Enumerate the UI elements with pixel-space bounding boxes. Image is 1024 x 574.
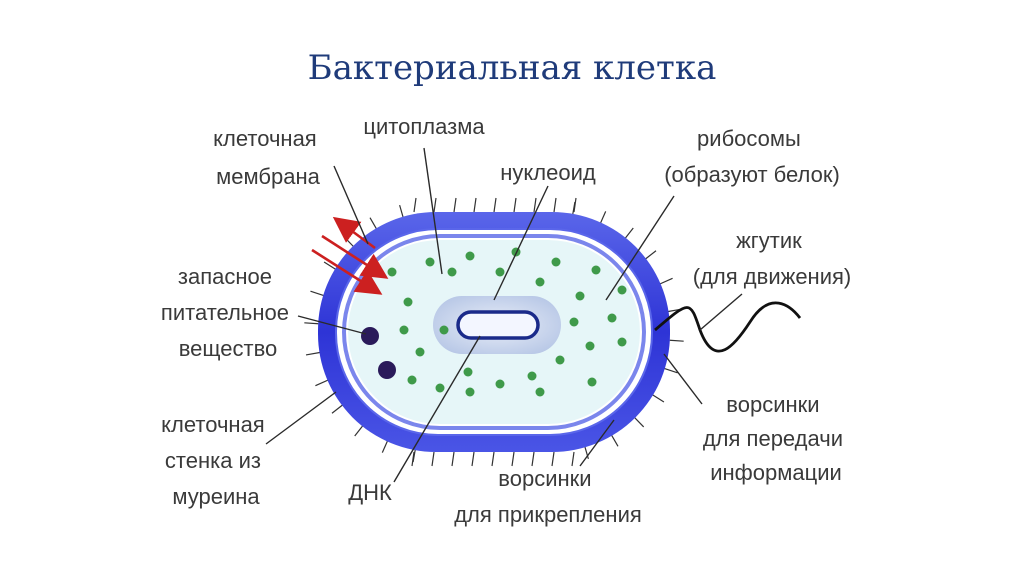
leader-dna bbox=[393, 335, 481, 483]
pilus bbox=[533, 197, 537, 213]
reserve-granule bbox=[378, 361, 396, 379]
ribosome bbox=[495, 379, 505, 389]
label-dna: ДНК bbox=[348, 480, 392, 505]
label-flagellum: жгутик (для движения) bbox=[693, 228, 851, 289]
pilus bbox=[511, 451, 515, 467]
label-reserve: запасное питательное вещество bbox=[161, 264, 295, 361]
pilus bbox=[413, 197, 417, 213]
transport-arrow-out bbox=[332, 216, 376, 250]
pilus bbox=[659, 277, 673, 285]
ribosome bbox=[527, 371, 537, 381]
leader-reserve bbox=[297, 315, 367, 335]
pilus bbox=[354, 424, 364, 437]
ribosome bbox=[617, 337, 627, 347]
label-pili-attach: ворсинки для прикрепления bbox=[454, 466, 642, 527]
ribosome bbox=[407, 375, 417, 385]
leader-pili-info bbox=[663, 353, 703, 405]
label-membrane: клеточная мембрана bbox=[213, 126, 323, 189]
label-cell-wall: клеточная стенка из муреина bbox=[161, 412, 271, 509]
pilus bbox=[471, 451, 475, 467]
leader-flagellum bbox=[699, 293, 743, 331]
ribosome bbox=[463, 367, 473, 377]
pilus bbox=[664, 367, 678, 374]
flagellum bbox=[654, 301, 802, 353]
ribosome bbox=[617, 285, 627, 295]
pilus bbox=[651, 394, 665, 403]
pilus bbox=[669, 339, 684, 342]
pilus bbox=[491, 451, 495, 467]
pilus bbox=[433, 197, 437, 213]
ribosome bbox=[415, 347, 425, 357]
ribosome bbox=[465, 251, 475, 261]
pilus bbox=[399, 204, 405, 219]
leader-cell-wall bbox=[265, 391, 337, 445]
ribosome bbox=[387, 267, 397, 277]
pilus bbox=[369, 217, 378, 231]
pilus bbox=[331, 404, 344, 414]
pilus bbox=[304, 322, 319, 325]
pilus bbox=[551, 451, 555, 467]
ribosome bbox=[569, 317, 579, 327]
labels: клеточная мембрана цитоплазма нуклеоид р… bbox=[161, 114, 851, 527]
pilus bbox=[412, 448, 417, 463]
ribosome bbox=[465, 387, 475, 397]
pilus bbox=[310, 290, 324, 297]
pilus bbox=[453, 197, 457, 213]
ribosome bbox=[535, 387, 545, 397]
pilus bbox=[513, 197, 517, 213]
pilus bbox=[473, 197, 477, 213]
pilus bbox=[305, 351, 320, 356]
ribosome bbox=[585, 341, 595, 351]
pilus bbox=[323, 261, 337, 270]
ribosome bbox=[435, 383, 445, 393]
pilus bbox=[571, 451, 575, 467]
pilus bbox=[451, 451, 455, 467]
pilus bbox=[493, 197, 497, 213]
pilus bbox=[571, 201, 576, 216]
label-cytoplasm: цитоплазма bbox=[363, 114, 485, 139]
ribosome bbox=[439, 325, 449, 335]
leader-lines bbox=[265, 147, 743, 483]
ribosome bbox=[551, 257, 561, 267]
page-title: Бактериальная клетка bbox=[307, 48, 717, 88]
transport-arrow-in bbox=[311, 248, 383, 295]
reserve-granule bbox=[361, 327, 379, 345]
pilus bbox=[644, 250, 657, 260]
pilus bbox=[553, 197, 557, 213]
leader-ribosomes bbox=[605, 195, 675, 301]
pilus bbox=[624, 227, 634, 240]
pilus bbox=[315, 379, 329, 387]
pilus bbox=[343, 236, 355, 248]
ribosome bbox=[399, 325, 409, 335]
ribosome bbox=[535, 277, 545, 287]
leader-membrane bbox=[333, 165, 369, 245]
ribosome bbox=[587, 377, 597, 387]
leader-nucleoid bbox=[493, 185, 549, 301]
label-pili-info: ворсинки для передачи информации bbox=[703, 392, 849, 485]
pilus bbox=[633, 416, 645, 428]
dna-molecule bbox=[456, 310, 540, 340]
pilus bbox=[599, 211, 607, 225]
transport-arrow-in bbox=[321, 234, 389, 279]
leader-cytoplasm bbox=[423, 147, 443, 275]
pilus bbox=[431, 451, 435, 467]
pilus bbox=[531, 451, 535, 467]
leader-pili-attach bbox=[579, 419, 615, 467]
ribosome bbox=[575, 291, 585, 301]
ribosome bbox=[607, 313, 617, 323]
pilus bbox=[381, 439, 389, 453]
pilus bbox=[610, 433, 619, 447]
ribosome bbox=[447, 267, 457, 277]
ribosome bbox=[495, 267, 505, 277]
label-nucleoid: нуклеоид bbox=[500, 160, 596, 185]
ribosome bbox=[591, 265, 601, 275]
cell-membrane bbox=[342, 234, 646, 430]
ribosome bbox=[425, 257, 435, 267]
label-ribosomes: рибосомы (образуют белок) bbox=[664, 126, 840, 187]
ribosome bbox=[403, 297, 413, 307]
ribosome bbox=[555, 355, 565, 365]
